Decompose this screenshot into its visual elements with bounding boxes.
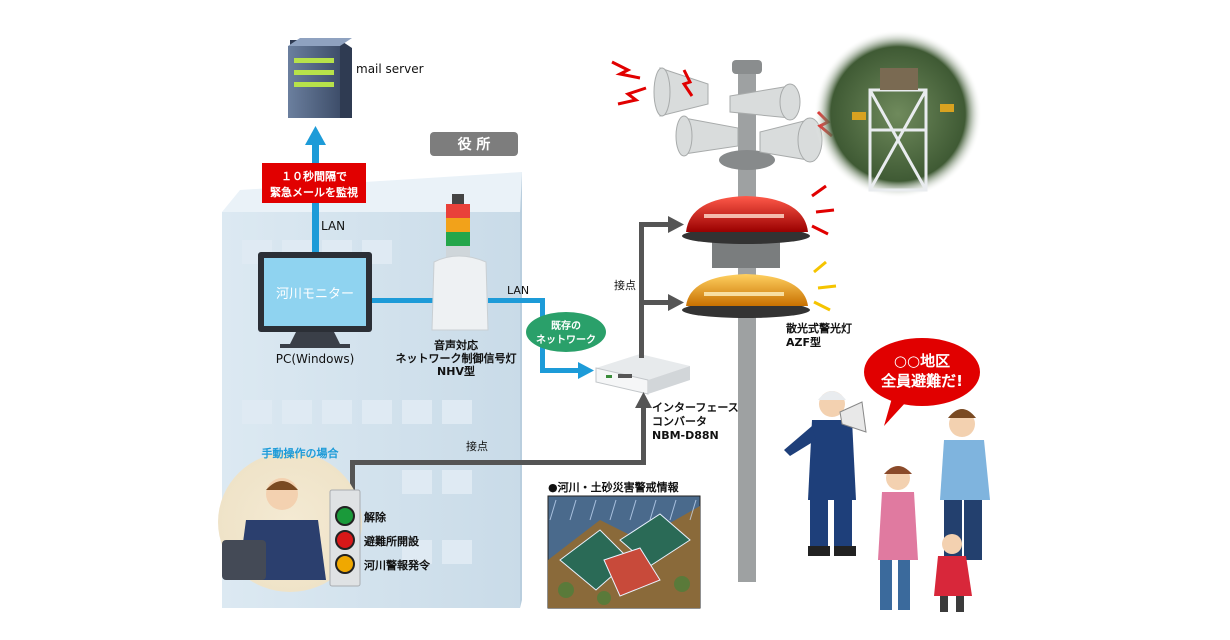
evacuation-speech-bubble: ○○地区 全員避難だ! <box>864 338 980 426</box>
converter-line1: インターフェース <box>652 401 739 414</box>
beacon-line1: 散光式警光灯 <box>786 321 852 335</box>
speech-line1: ○○地区 <box>894 352 950 370</box>
pc-caption: PC(Windows) <box>276 352 355 366</box>
manual-title: 手動操作の場合 <box>262 446 340 460</box>
network-line1: 既存の <box>551 319 581 332</box>
network-line2: ネットワーク <box>536 334 596 346</box>
mail-server-label: mail server <box>356 62 424 76</box>
signal-tower-line1: 音声対応 <box>434 338 478 352</box>
signal-tower-icon <box>431 194 489 331</box>
manual-button-label-river-alert: 河川警報発令 <box>364 558 431 572</box>
hazard-title: ●河川・土砂災害警戒情報 <box>548 480 680 494</box>
monitor-interval-box: １０秒間隔で 緊急メールを監視 <box>262 163 366 203</box>
monitor-interval-line2: 緊急メールを監視 <box>270 185 358 199</box>
network-cloud: 既存の ネットワーク <box>526 312 606 352</box>
manual-button-label-release: 解除 <box>364 510 387 524</box>
manual-button-label-shelter-open: 避難所開設 <box>364 534 420 548</box>
monitor-interval-line1: １０秒間隔で <box>281 169 347 183</box>
manual-button-river-alert[interactable] <box>335 554 355 574</box>
lan-right-label: LAN <box>507 284 529 297</box>
signal-tower-line2: ネットワーク制御信号灯 <box>396 351 517 365</box>
interface-converter-icon <box>595 354 690 395</box>
converter-line2: コンバータ <box>652 415 707 428</box>
siren-tower-photo <box>814 30 982 198</box>
pc-monitor-icon <box>258 252 372 348</box>
manual-button-release[interactable] <box>335 506 355 526</box>
speech-line2: 全員避難だ! <box>880 372 963 390</box>
landslide-flood-illustration <box>547 495 701 609</box>
signal-tower-line3: NHV型 <box>437 364 475 378</box>
contact-lines-to-beacons <box>639 216 684 358</box>
beacon-line2: AZF型 <box>786 335 821 349</box>
contact-top-label: 接点 <box>614 279 636 292</box>
manual-button-shelter-open[interactable] <box>335 530 355 550</box>
manual-operator-illustration <box>218 452 362 592</box>
contact-bottom-label: 接点 <box>466 440 488 453</box>
pc-screen-text: 河川モニター <box>276 287 354 302</box>
loudspeaker-icon <box>653 67 823 163</box>
office-label: 役 所 <box>430 132 518 156</box>
converter-line3: NBM-D88N <box>652 429 719 442</box>
evacuating-family <box>878 409 990 612</box>
amber-beacon-icon <box>682 260 837 318</box>
contact-line-manual <box>350 392 652 490</box>
lan-top-label: LAN <box>321 219 345 233</box>
red-beacon-icon <box>682 184 835 244</box>
office-label-text: 役 所 <box>458 136 491 153</box>
mail-server-icon <box>288 38 352 118</box>
officer-with-megaphone <box>784 391 867 556</box>
